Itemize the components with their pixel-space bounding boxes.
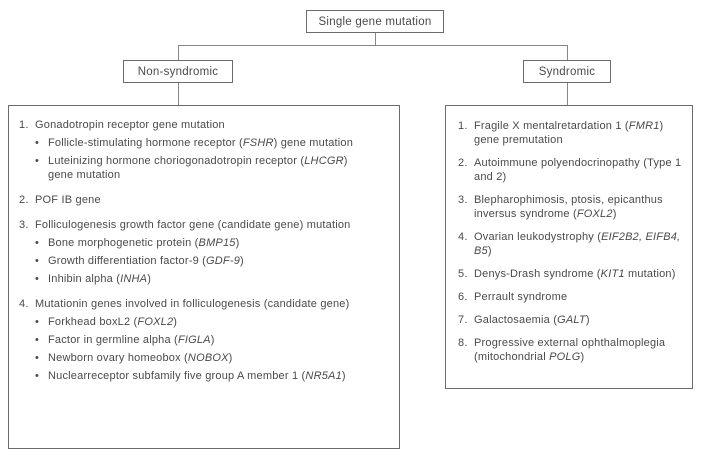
bullet-icon: • xyxy=(35,316,40,328)
list-item: 4. Mutationin genes involved in folliculo… xyxy=(19,297,363,311)
list-item: 3. Folliculogenesis growth factor gene (c… xyxy=(19,218,363,232)
bullet-item-text: Forkhead boxL2 (FOXL2) xyxy=(48,316,178,328)
list-item-number: 4. xyxy=(458,231,468,243)
list-item: 4. Ovarian leukodystrophy (EIF2B2, EIFB4,… xyxy=(458,230,684,258)
list-item-text: Autoimmune polyendocrinopathy (Type 1 an… xyxy=(474,157,682,183)
list-item-text: Blepharophimosis, ptosis, epicanthus inv… xyxy=(474,194,663,220)
list-item: 8. Progressive external ophthalmoplegia (… xyxy=(458,336,684,364)
branch-node-non-syndromic: Non-syndromic xyxy=(123,60,233,83)
bullet-item: • Inhibin alpha (INHA) xyxy=(35,272,363,286)
list-item: 6. Perrault syndrome xyxy=(458,290,684,304)
bullet-icon: • xyxy=(35,273,40,285)
list-item: 2. POF IB gene xyxy=(19,193,363,207)
root-node-single-gene-mutation: Single gene mutation xyxy=(306,10,444,33)
bullet-icon: • xyxy=(35,370,40,382)
list-item-text: Mutationin genes involved in folliculoge… xyxy=(35,298,350,310)
bullet-item-text: Bone morphogenetic protein (BMP15) xyxy=(48,237,240,249)
bullet-icon: • xyxy=(35,237,40,249)
bullet-item: • Follicle-stimulating hormone receptor (… xyxy=(35,136,363,150)
bullet-icon: • xyxy=(35,137,40,149)
list-item-number: 2. xyxy=(458,157,468,169)
list-item-number: 2. xyxy=(19,194,29,206)
syndromic-panel: 1. Fragile X mentalretardation 1 (FMR1) g… xyxy=(445,105,693,389)
list-item-text: Perrault syndrome xyxy=(474,291,568,303)
bullet-item: • Factor in germline alpha (FIGLA) xyxy=(35,333,363,347)
list-item-text: Progressive external ophthalmoplegia (mi… xyxy=(474,337,666,363)
list-item-number: 6. xyxy=(458,291,468,303)
list-item-text: Galactosaemia (GALT) xyxy=(474,314,590,326)
bullet-item: • Bone morphogenetic protein (BMP15) xyxy=(35,236,363,250)
connector-left-panel-stem xyxy=(178,83,179,105)
bullet-item-text: Follicle-stimulating hormone receptor (F… xyxy=(48,137,354,149)
list-item: 7. Galactosaemia (GALT) xyxy=(458,313,684,327)
bullet-icon: • xyxy=(35,155,40,167)
list-item: 3. Blepharophimosis, ptosis, epicanthus i… xyxy=(458,193,684,221)
list-item-text: Gonadotropin receptor gene mutation xyxy=(35,119,225,131)
list-item-number: 1. xyxy=(458,120,468,132)
list-item-number: 3. xyxy=(458,194,468,206)
list-item-number: 4. xyxy=(19,298,29,310)
list-item: 1. Fragile X mentalretardation 1 (FMR1) g… xyxy=(458,119,684,147)
list-item: 1. Gonadotropin receptor gene mutation xyxy=(19,118,363,132)
list-item-text: POF IB gene xyxy=(35,194,101,206)
bullet-item: • Luteinizing hormone choriogonadotropin … xyxy=(35,154,363,182)
bullet-item: • Nuclearreceptor subfamily five group A … xyxy=(35,369,363,383)
non-syndromic-panel: 1. Gonadotropin receptor gene mutation • Fo… xyxy=(8,105,400,449)
list-item-number: 5. xyxy=(458,268,468,280)
list-item-text: Fragile X mentalretardation 1 (FMR1) gen… xyxy=(474,120,664,146)
list-item: 2. Autoimmune polyendocrinopathy (Type 1 … xyxy=(458,156,684,184)
bullet-icon: • xyxy=(35,334,40,346)
list-item-number: 1. xyxy=(19,119,29,131)
connector-left-drop xyxy=(178,45,179,60)
list-item-text: Folliculogenesis growth factor gene (can… xyxy=(35,219,351,231)
bullet-item: • Newborn ovary homeobox (NOBOX) xyxy=(35,351,363,365)
branch-node-syndromic: Syndromic xyxy=(523,60,611,83)
bullet-item-text: Luteinizing hormone choriogonadotropin r… xyxy=(48,155,348,181)
list-item-number: 3. xyxy=(19,219,29,231)
list-item-number: 8. xyxy=(458,337,468,349)
bullet-item-text: Factor in germline alpha (FIGLA) xyxy=(48,334,215,346)
bullet-item: • Forkhead boxL2 (FOXL2) xyxy=(35,315,363,329)
connector-root-stem xyxy=(375,33,376,45)
connector-right-panel-stem xyxy=(567,83,568,105)
bullet-item-text: Newborn ovary homeobox (NOBOX) xyxy=(48,352,233,364)
list-item: 5. Denys-Drash syndrome (KIT1 mutation) xyxy=(458,267,684,281)
list-item-text: Denys-Drash syndrome (KIT1 mutation) xyxy=(474,268,676,280)
connector-horizontal xyxy=(178,45,568,46)
list-item-text: Ovarian leukodystrophy (EIF2B2, EIFB4, B… xyxy=(474,231,681,257)
list-item-number: 7. xyxy=(458,314,468,326)
bullet-icon: • xyxy=(35,352,40,364)
bullet-item: • Growth differentiation factor-9 (GDF-9) xyxy=(35,254,363,268)
bullet-icon: • xyxy=(35,255,40,267)
bullet-item-text: Growth differentiation factor-9 (GDF-9) xyxy=(48,255,244,267)
bullet-item-text: Nuclearreceptor subfamily five group A m… xyxy=(48,370,346,382)
connector-right-drop xyxy=(567,45,568,60)
bullet-item-text: Inhibin alpha (INHA) xyxy=(48,273,152,285)
